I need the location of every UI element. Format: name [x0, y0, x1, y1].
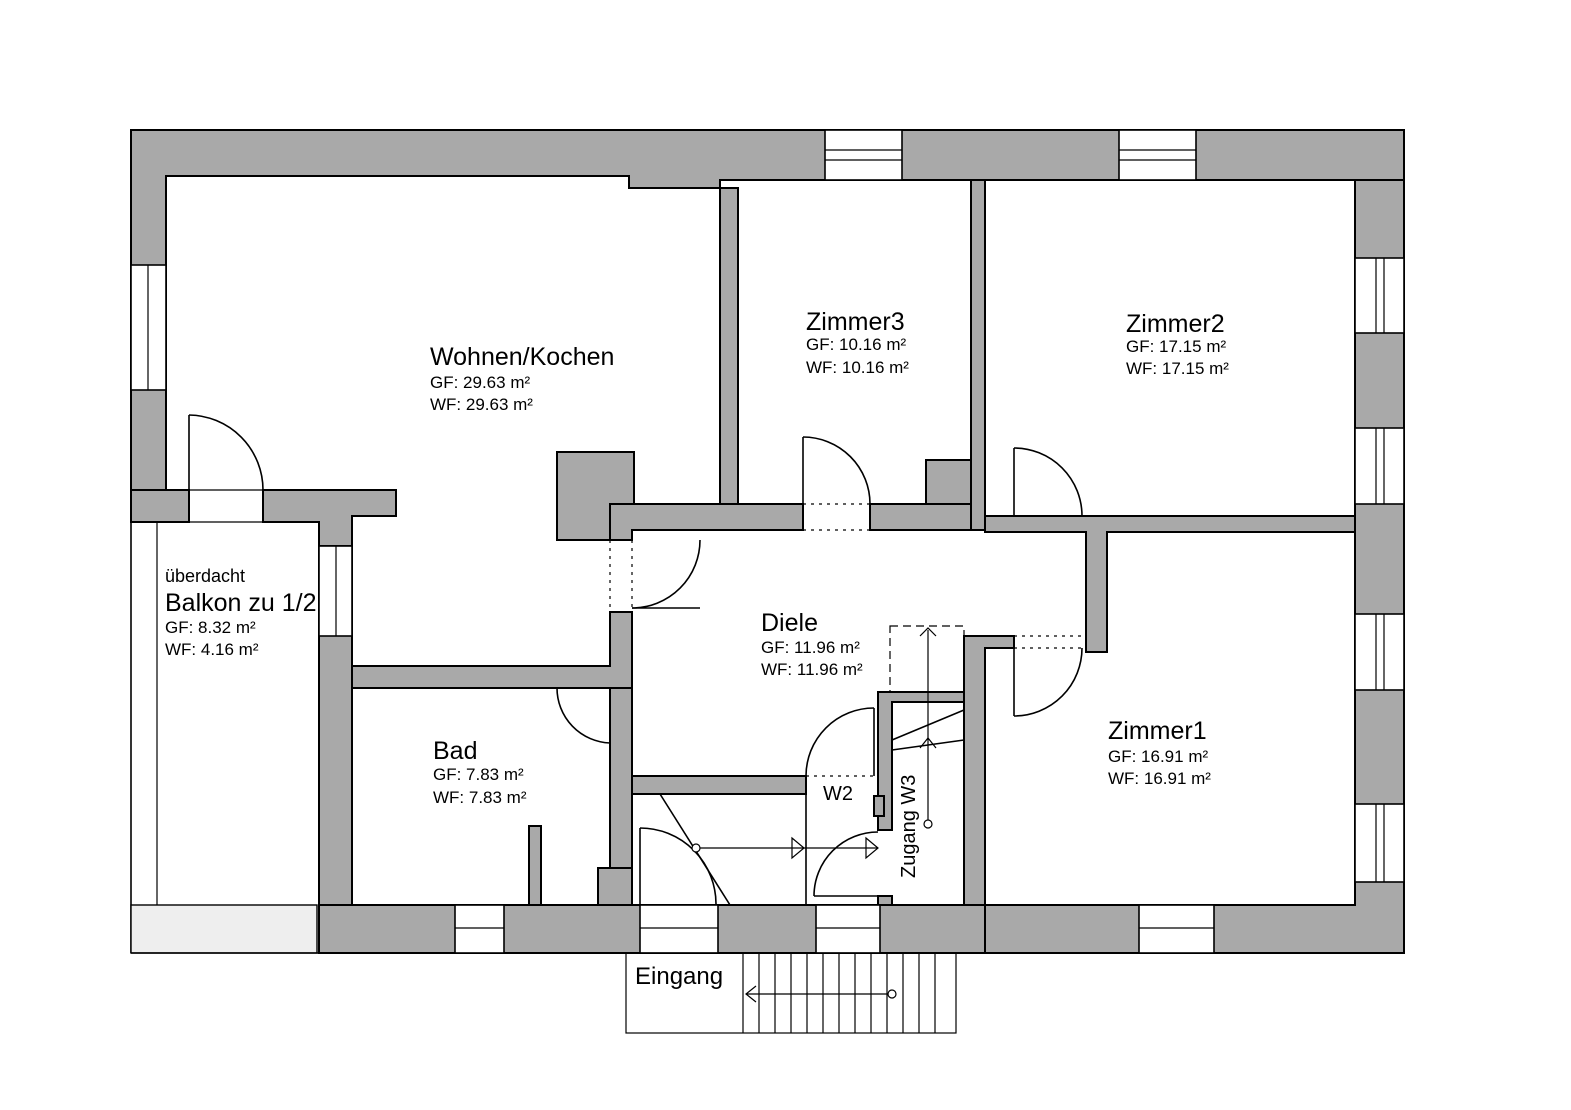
room-gf-zimmer2: GF: 17.15 m²: [1126, 337, 1226, 356]
room-name-diele: Diele: [761, 609, 818, 637]
room-name-balkon: Balkon zu 1/2: [165, 589, 317, 617]
label-w2: W2: [823, 783, 853, 805]
window-right-zimmer2-b: [1354, 427, 1405, 505]
doors: [188, 414, 1086, 906]
room-wf-bad: WF: 7.83 m²: [433, 788, 527, 807]
stairs: [625, 625, 965, 1034]
window-bottom-eingang: [639, 904, 719, 954]
window-right-zimmer1-b: [1354, 803, 1405, 883]
room-gf-zimmer3: GF: 10.16 m²: [806, 335, 906, 354]
room-wf-zimmer1: WF: 16.91 m²: [1108, 769, 1211, 788]
window-right-zimmer1-a: [1354, 613, 1405, 691]
window-bottom-w2: [815, 904, 881, 954]
window-bottom-zimmer1: [1138, 904, 1215, 954]
interior-walls: [262, 179, 1356, 906]
room-name-zimmer1: Zimmer1: [1108, 717, 1207, 745]
room-name-wohnen: Wohnen/Kochen: [430, 343, 614, 371]
room-name-bad: Bad: [433, 737, 477, 765]
room-gf-bad: GF: 7.83 m²: [433, 765, 524, 784]
window-top-zimmer2: [1118, 129, 1197, 181]
window-right-zimmer2-a: [1354, 257, 1405, 334]
room-name-zimmer2: Zimmer2: [1126, 310, 1225, 338]
balkon-area: [130, 521, 319, 954]
room-gf-wohnen: GF: 29.63 m²: [430, 373, 530, 392]
label-eingang: Eingang: [635, 963, 723, 990]
windows: [130, 129, 1405, 954]
room-wf-diele: WF: 11.96 m²: [761, 660, 863, 679]
room-name-zimmer3: Zimmer3: [806, 308, 905, 336]
room-wf-zimmer3: WF: 10.16 m²: [806, 358, 909, 377]
room-gf-diele: GF: 11.96 m²: [761, 638, 860, 657]
window-bottom-bad: [454, 904, 505, 954]
room-gf-balkon: GF: 8.32 m²: [165, 618, 256, 637]
room-labels: Wohnen/Kochen GF: 29.63 m² WF: 29.63 m² …: [165, 308, 1229, 990]
window-top-zimmer3: [824, 129, 903, 181]
balkon-note: überdacht: [165, 566, 245, 586]
room-gf-zimmer1: GF: 16.91 m²: [1108, 747, 1208, 766]
label-zugang-w3: Zugang W3: [898, 775, 920, 878]
room-wf-zimmer2: WF: 17.15 m²: [1126, 359, 1229, 378]
room-wf-balkon: WF: 4.16 m²: [165, 640, 259, 659]
room-wf-wohnen: WF: 29.63 m²: [430, 395, 533, 414]
